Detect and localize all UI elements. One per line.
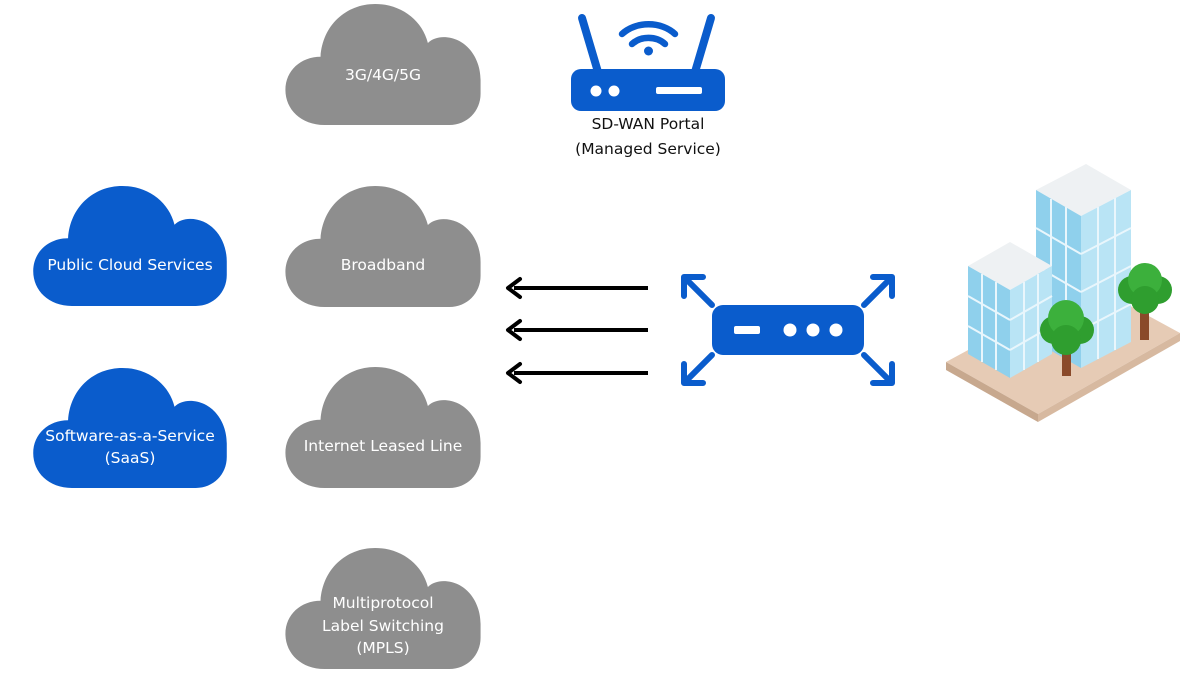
sd-wan-portal-label: SD-WAN Portal (Managed Service) (575, 115, 721, 158)
cloud-label-3g-4g-5g: 3G/4G/5G (344, 65, 422, 84)
arrow-to-broadband (506, 277, 648, 299)
cloud-label-public-cloud-services: Public Cloud Services (47, 255, 213, 274)
cloud-label-broadband: Broadband (340, 255, 426, 274)
arrow-middle (506, 319, 648, 341)
arrow-to-leased-line (506, 362, 648, 384)
wifi-router-icon (571, 14, 725, 111)
cloud-label-internet-leased-line: Internet Leased Line (303, 436, 463, 455)
cloud-label-saas: Software-as-a-Service (SaaS) (45, 426, 215, 467)
sd-wan-edge-device-icon (681, 274, 895, 386)
office-building-icon (946, 164, 1180, 422)
cloud-label-mpls: Multiprotocol Label Switching (MPLS) (322, 594, 444, 658)
